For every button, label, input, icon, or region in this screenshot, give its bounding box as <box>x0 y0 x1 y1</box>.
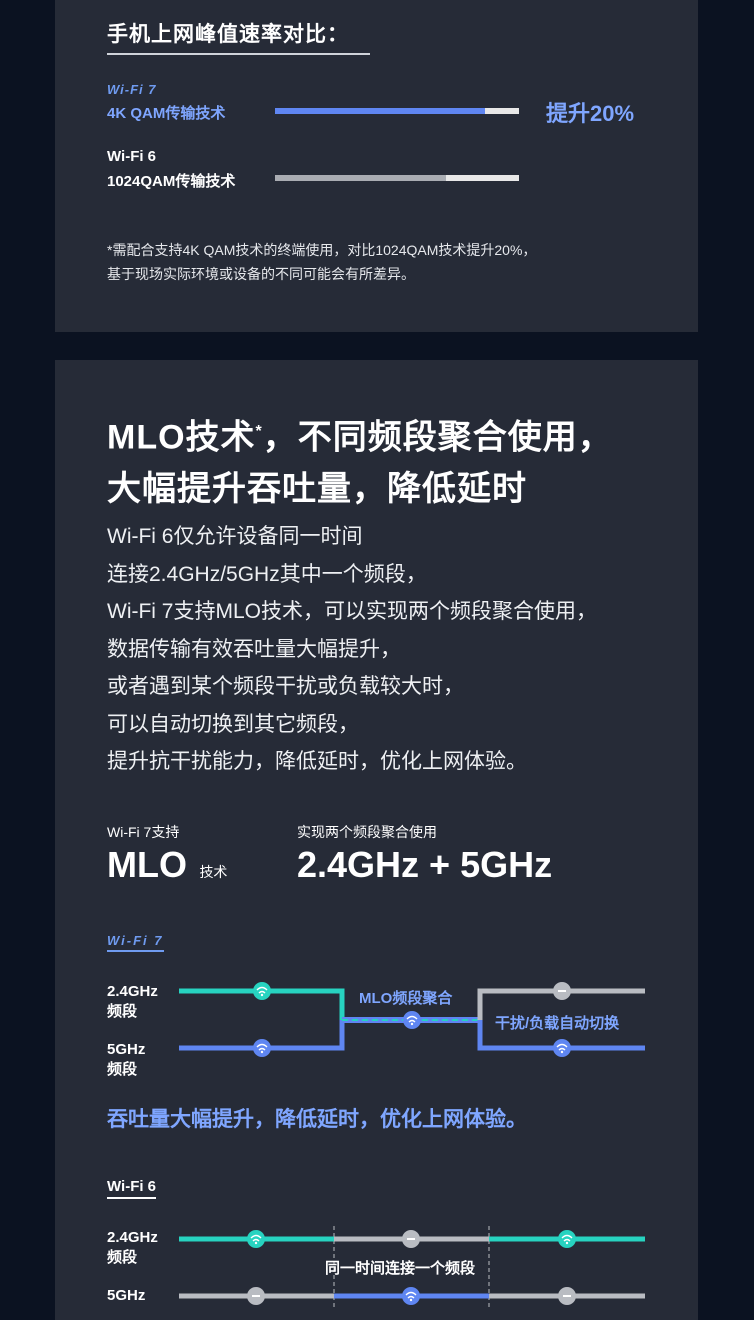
switch-blue-path <box>477 1020 645 1051</box>
band-name: 2.4GHz <box>107 983 158 1000</box>
wifi-icon <box>247 1230 265 1248</box>
wifi-icon <box>402 1287 420 1305</box>
wifi-icon <box>553 1039 571 1057</box>
para-line: 数据传输有效吞吐量大幅提升， <box>107 637 401 661</box>
idle-icon <box>558 1287 576 1305</box>
para-line: Wi-Fi 7支持MLO技术，可以实现两个频段聚合使用， <box>107 600 597 623</box>
wifi-icon <box>253 1039 271 1057</box>
wifi-icon <box>253 982 271 1000</box>
mlo-small-text: 技术 <box>199 864 228 880</box>
diagram7-band24-label: 2.4GHz 频段 <box>107 982 158 1022</box>
aggregate-label: MLO频段聚合 <box>359 990 453 1007</box>
diagram7-caption: 吞吐量大幅提升，降低延时，优化上网体验。 <box>107 1108 527 1131</box>
idle-icon <box>402 1230 420 1248</box>
note-line-1: *需配合支持4K QAM技术的终端使用，对比1024QAM技术提升20%， <box>107 242 537 258</box>
heading-mlo-tech: MLO技术 <box>107 418 256 457</box>
switch-label: 干扰/负载自动切换 <box>495 1015 620 1032</box>
band-name: 2.4GHz <box>107 1229 158 1246</box>
band-suffix: 频段 <box>107 1249 138 1266</box>
single-band-label: 同一时间连接一个频段 <box>325 1260 476 1277</box>
diagram6-logo: Wi-Fi 6 <box>107 1178 157 1199</box>
combo-big: 2.4GHz + 5GHz <box>297 844 553 885</box>
wifi7-bar-track <box>275 108 519 114</box>
band-name: 5GHz <box>107 1041 146 1058</box>
mlo-badge: MLO 技术 <box>107 844 227 886</box>
diagram7-band5-label: 5GHz 频段 <box>107 1040 145 1080</box>
note-text: *需配合支持4K QAM技术的终端使用，对比1024QAM技术提升20%， 基于… <box>107 238 536 286</box>
idle-icon <box>247 1287 265 1305</box>
wifi-icon <box>403 1011 421 1029</box>
wifi7-tech-label: 4K QAM传输技术 <box>107 105 226 122</box>
wifi6-tech-label: 1024QAM传输技术 <box>107 173 236 190</box>
wifi7-logo: Wi-Fi 7 <box>107 82 157 97</box>
diagram6-band24-label: 2.4GHz 频段 <box>107 1228 158 1268</box>
idle-icon <box>553 982 571 1000</box>
speed-compare-card: 手机上网峰值速率对比： Wi-Fi 7 4K QAM传输技术 提升20% Wi-… <box>55 0 698 332</box>
boost-label: 提升20% <box>546 101 635 126</box>
wifi6-bar-fill <box>275 175 446 181</box>
para-line: 连接2.4GHz/5GHz其中一个频段， <box>107 562 427 586</box>
heading-star: * <box>255 423 263 440</box>
para-line: 可以自动切换到其它频段， <box>107 712 359 736</box>
combo-label: 实现两个频段聚合使用 <box>297 824 437 840</box>
band-suffix: 频段 <box>107 1061 138 1078</box>
compare-title: 手机上网峰值速率对比： <box>107 23 349 46</box>
para-line: 或者遇到某个频段干扰或负载较大时， <box>107 675 464 698</box>
wifi7-bar-fill <box>275 108 485 114</box>
switch-gray-path <box>477 988 645 1020</box>
mlo-big-text: MLO <box>107 844 187 885</box>
diagram7-lines <box>179 982 645 1057</box>
support-label: Wi-Fi 7支持 <box>107 824 180 840</box>
heading-rest: ，不同频段聚合使用， <box>262 418 613 457</box>
wifi-icon <box>558 1230 576 1248</box>
mlo-heading-line-2: 大幅提升吞吐量，降低延时 <box>107 470 527 509</box>
wifi6-logo: Wi-Fi 6 <box>107 148 157 165</box>
para-line: Wi-Fi 6仅允许设备同一时间 <box>107 525 363 548</box>
band-name: 5GHz <box>107 1287 146 1304</box>
note-line-2: 基于现场实际环境或设备的不同可能会有所差异。 <box>107 266 415 282</box>
diagram6-band5-label: 5GHz <box>107 1286 145 1306</box>
diagram7-logo: Wi-Fi 7 <box>107 933 164 952</box>
mlo-paragraph: Wi-Fi 6仅允许设备同一时间 连接2.4GHz/5GHz其中一个频段， Wi… <box>107 518 597 781</box>
mlo-card: MLO技术*，不同频段聚合使用， 大幅提升吞吐量，降低延时 Wi-Fi 6仅允许… <box>55 360 698 1320</box>
band-suffix: 频段 <box>107 1003 138 1020</box>
para-line: 提升抗干扰能力，降低延时，优化上网体验。 <box>107 750 527 773</box>
wifi6-bar-track <box>275 175 519 181</box>
mlo-heading-line-1: MLO技术*，不同频段聚合使用， <box>107 406 613 463</box>
wifi7-5-path <box>179 1020 345 1051</box>
mlo-heading: MLO技术*，不同频段聚合使用， 大幅提升吞吐量，降低延时 <box>107 406 613 515</box>
title-underline <box>107 53 370 55</box>
diagram6-lines <box>179 1226 645 1310</box>
